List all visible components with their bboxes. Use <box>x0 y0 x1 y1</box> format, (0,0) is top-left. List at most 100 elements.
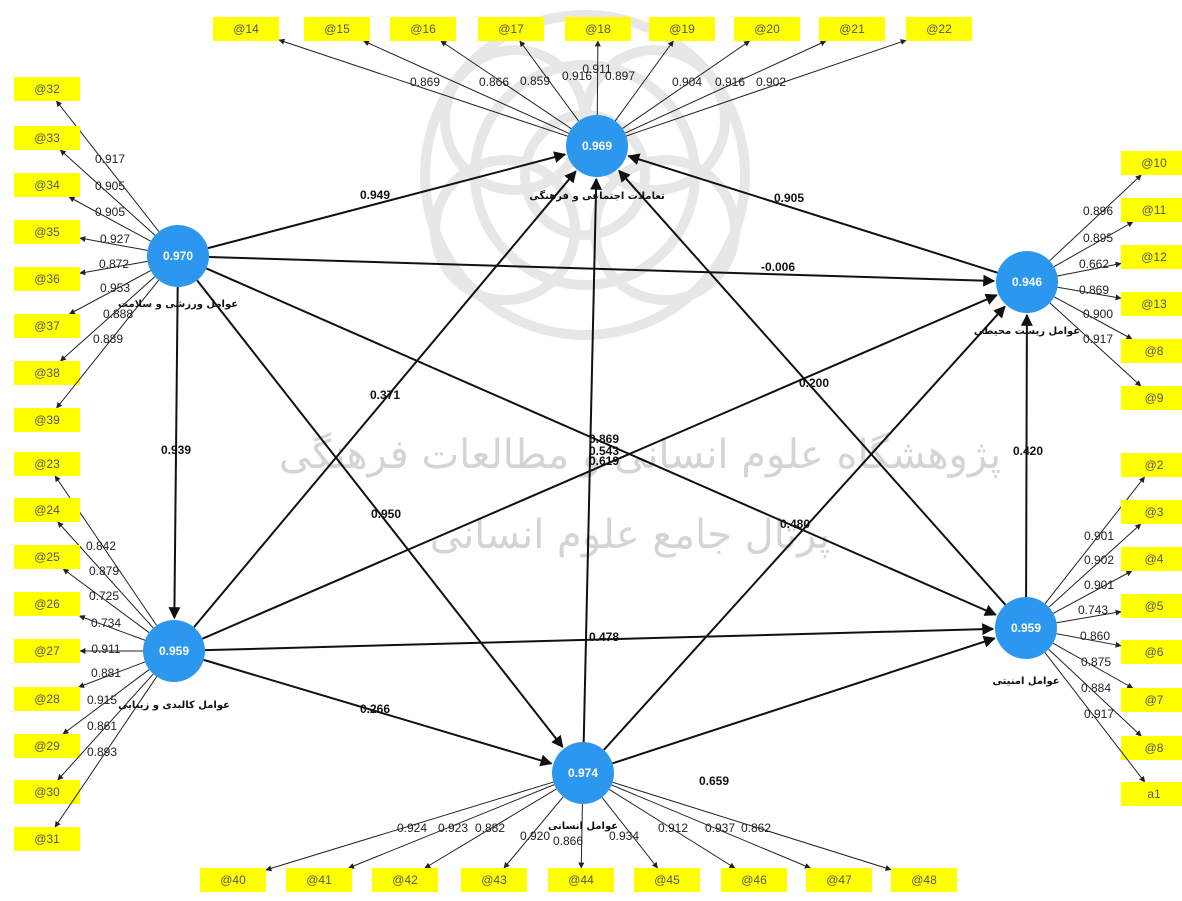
loading-value: 0.882 <box>475 821 505 835</box>
indicator-name: @43 <box>481 873 507 887</box>
path-coefficient-human-to-cultural: 0.543 <box>589 444 619 458</box>
indicator-box <box>1121 151 1182 175</box>
loading-arrow <box>601 797 658 869</box>
loading-arrow <box>348 784 555 869</box>
loading-arrow <box>79 236 148 251</box>
loading-arrow <box>424 788 557 869</box>
indicator-box <box>1121 339 1182 363</box>
indicator-box <box>286 868 352 892</box>
indicator-name: @18 <box>585 22 611 36</box>
loading-value: 0.917 <box>95 152 125 166</box>
loading-value: 0.902 <box>756 75 786 89</box>
loading-value: 0.902 <box>1084 553 1114 567</box>
loading-value: 0.953 <box>100 281 130 295</box>
indicator-name: @5 <box>1145 599 1164 613</box>
indicator-name: @25 <box>34 550 60 564</box>
indicator-name: @2 <box>1145 458 1164 472</box>
loading-value: 0.905 <box>95 205 125 219</box>
indicator-box <box>14 734 80 758</box>
latent-variable-label-security: عوامل امنیتی <box>992 676 1059 687</box>
indicator-box <box>1121 386 1182 410</box>
path-coefficient-sports-to-cultural: 0.949 <box>360 188 390 202</box>
loading-value: 0.917 <box>1083 332 1113 346</box>
indicator-box <box>14 408 80 432</box>
indicator-name: @42 <box>392 873 418 887</box>
path-coefficient-physical-to-human: 0.266 <box>360 702 390 716</box>
loading-value: 0.893 <box>87 745 117 759</box>
loading-arrow <box>1057 286 1122 301</box>
indicator-name: @29 <box>34 739 60 753</box>
loading-arrow <box>1049 174 1142 262</box>
loading-value: 0.866 <box>553 834 583 848</box>
indicator-name: @8 <box>1145 344 1164 358</box>
indicator-name: @23 <box>34 457 60 471</box>
loading-value: 0.860 <box>1080 629 1110 643</box>
indicator-name: @28 <box>34 692 60 706</box>
path-arrow-sports-to-environment <box>208 255 996 287</box>
indicator-name: @47 <box>826 873 852 887</box>
indicator-name: @22 <box>926 22 952 36</box>
loading-arrow <box>68 270 151 315</box>
indicator-box <box>1121 500 1182 524</box>
indicator-name: @45 <box>654 873 680 887</box>
loading-arrow <box>578 803 585 869</box>
loading-arrow <box>503 796 564 869</box>
path-arrow-physical-to-security <box>204 623 995 652</box>
loading-value: 0.904 <box>672 75 702 89</box>
loading-value: 0.734 <box>91 616 121 630</box>
latent-variable-human <box>552 742 614 804</box>
loading-value: 0.924 <box>397 821 427 835</box>
loading-arrow <box>1054 296 1133 340</box>
loading-arrow <box>1049 302 1142 387</box>
indicator-box <box>14 173 80 197</box>
loading-arrow <box>594 40 601 116</box>
indicator-name: @46 <box>741 873 767 887</box>
loading-arrow <box>62 669 150 735</box>
indicator-box <box>372 868 438 892</box>
indicator-box <box>461 868 527 892</box>
indicator-box <box>14 639 80 663</box>
indicator-box <box>14 498 80 522</box>
loading-arrow <box>68 196 151 242</box>
indicator-name: @14 <box>233 22 259 36</box>
indicator-box <box>721 868 787 892</box>
loading-value: 0.916 <box>562 69 592 83</box>
loading-arrow <box>1048 648 1142 737</box>
path-coefficient-sports-to-human: 0.950 <box>371 507 401 521</box>
loading-arrow <box>79 260 148 276</box>
loading-value: 0.881 <box>91 666 121 680</box>
loading-value: 0.916 <box>715 75 745 89</box>
indicator-box <box>200 868 266 892</box>
indicator-name: @8 <box>1145 741 1164 755</box>
indicator-box <box>14 361 80 385</box>
loading-value: 0.923 <box>438 821 468 835</box>
indicator-box <box>565 17 631 41</box>
indicator-name: @48 <box>911 873 937 887</box>
indicator-name: @38 <box>34 366 60 380</box>
latent-variable-label-sports: عوامل ورزشی و سلامت <box>118 299 238 310</box>
indicator-box <box>906 17 972 41</box>
path-arrow-sports-to-security <box>205 267 997 616</box>
loading-value: 0.927 <box>100 232 130 246</box>
loading-arrow <box>614 40 674 122</box>
indicator-box <box>819 17 885 41</box>
indicator-name: @31 <box>34 832 60 846</box>
indicator-name: @16 <box>410 22 436 36</box>
loading-arrow <box>78 661 146 688</box>
indicator-name: @39 <box>34 413 60 427</box>
loading-value: 0.884 <box>1081 681 1111 695</box>
loading-value: 0.937 <box>705 821 735 835</box>
path-arrow-environment-to-cultural <box>627 153 998 274</box>
loading-value: 0.859 <box>520 74 550 88</box>
indicator-box <box>14 314 80 338</box>
loading-arrow <box>59 276 156 362</box>
indicator-name: @19 <box>669 22 695 36</box>
loading-value: 0.842 <box>86 539 116 553</box>
loading-arrow <box>626 39 907 137</box>
indicator-box <box>14 780 80 804</box>
loading-arrow <box>363 40 569 134</box>
loading-arrow <box>1044 476 1145 604</box>
r-squared-sports: 0.970 <box>163 249 193 263</box>
loading-arrow <box>278 38 568 137</box>
loading-arrow <box>519 40 580 122</box>
